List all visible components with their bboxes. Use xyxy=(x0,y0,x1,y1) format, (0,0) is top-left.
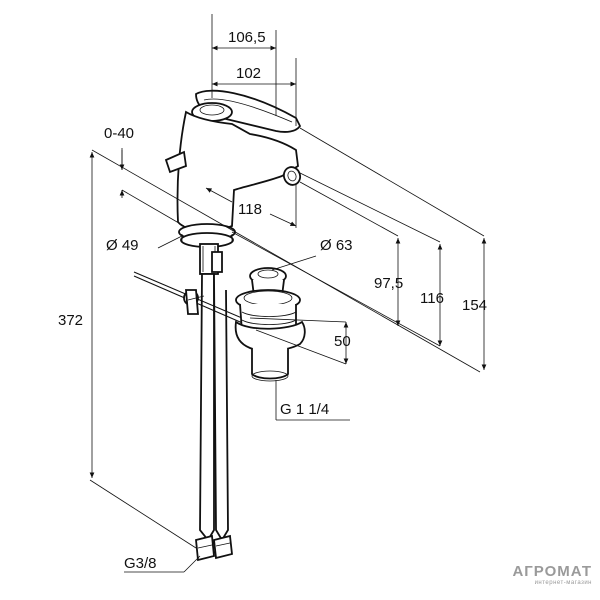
dimension-labels: 106,5 102 0-40 118 Ø 49 Ø 63 97,5 116 15… xyxy=(58,29,487,572)
label-118: 118 xyxy=(238,201,262,218)
label-106-5: 106,5 xyxy=(228,29,266,46)
supply-hoses xyxy=(195,273,233,562)
label-dia-63: Ø 63 xyxy=(320,237,353,254)
label-97-5: 97,5 xyxy=(374,275,403,292)
label-0-40: 0-40 xyxy=(104,125,134,142)
faucet-body xyxy=(164,89,302,248)
label-dia-49: Ø 49 xyxy=(106,237,139,254)
label-g3-8: G3/8 xyxy=(124,555,157,572)
mounting-shank xyxy=(199,243,223,275)
label-116: 116 xyxy=(420,290,444,307)
label-154: 154 xyxy=(462,297,487,314)
label-g-1-1-4: G 1 1/4 xyxy=(280,401,329,418)
label-102: 102 xyxy=(236,65,261,82)
label-50: 50 xyxy=(334,333,351,350)
label-372: 372 xyxy=(58,312,83,329)
watermark-brand: АГРОМАТ xyxy=(512,563,592,580)
dimension-lines xyxy=(89,45,487,478)
drain-assembly xyxy=(234,267,306,382)
watermark-tagline: интернет-магазин xyxy=(534,580,592,586)
watermark: АГРОМАТ интернет-магазин xyxy=(512,563,592,586)
extension-lines xyxy=(89,14,485,573)
popup-linkage xyxy=(133,271,257,329)
